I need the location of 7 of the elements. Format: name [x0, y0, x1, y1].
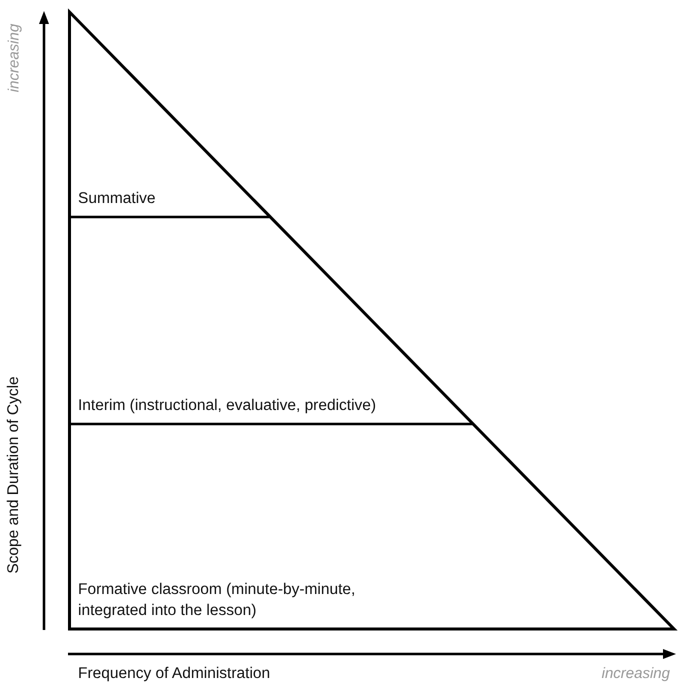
axis-title: Scope and Duration of Cycle	[5, 376, 23, 574]
axis-note: increasing	[6, 24, 22, 92]
band-label: Formative classroom (minute-by-minute, integrated into the lesson)	[78, 580, 356, 621]
axis-title: Frequency of Administration	[78, 665, 270, 683]
band-label: Interim (instructional, evaluative, predictive)	[78, 396, 376, 416]
band-label: Summative	[78, 189, 156, 209]
axis-note: increasing	[602, 665, 670, 682]
